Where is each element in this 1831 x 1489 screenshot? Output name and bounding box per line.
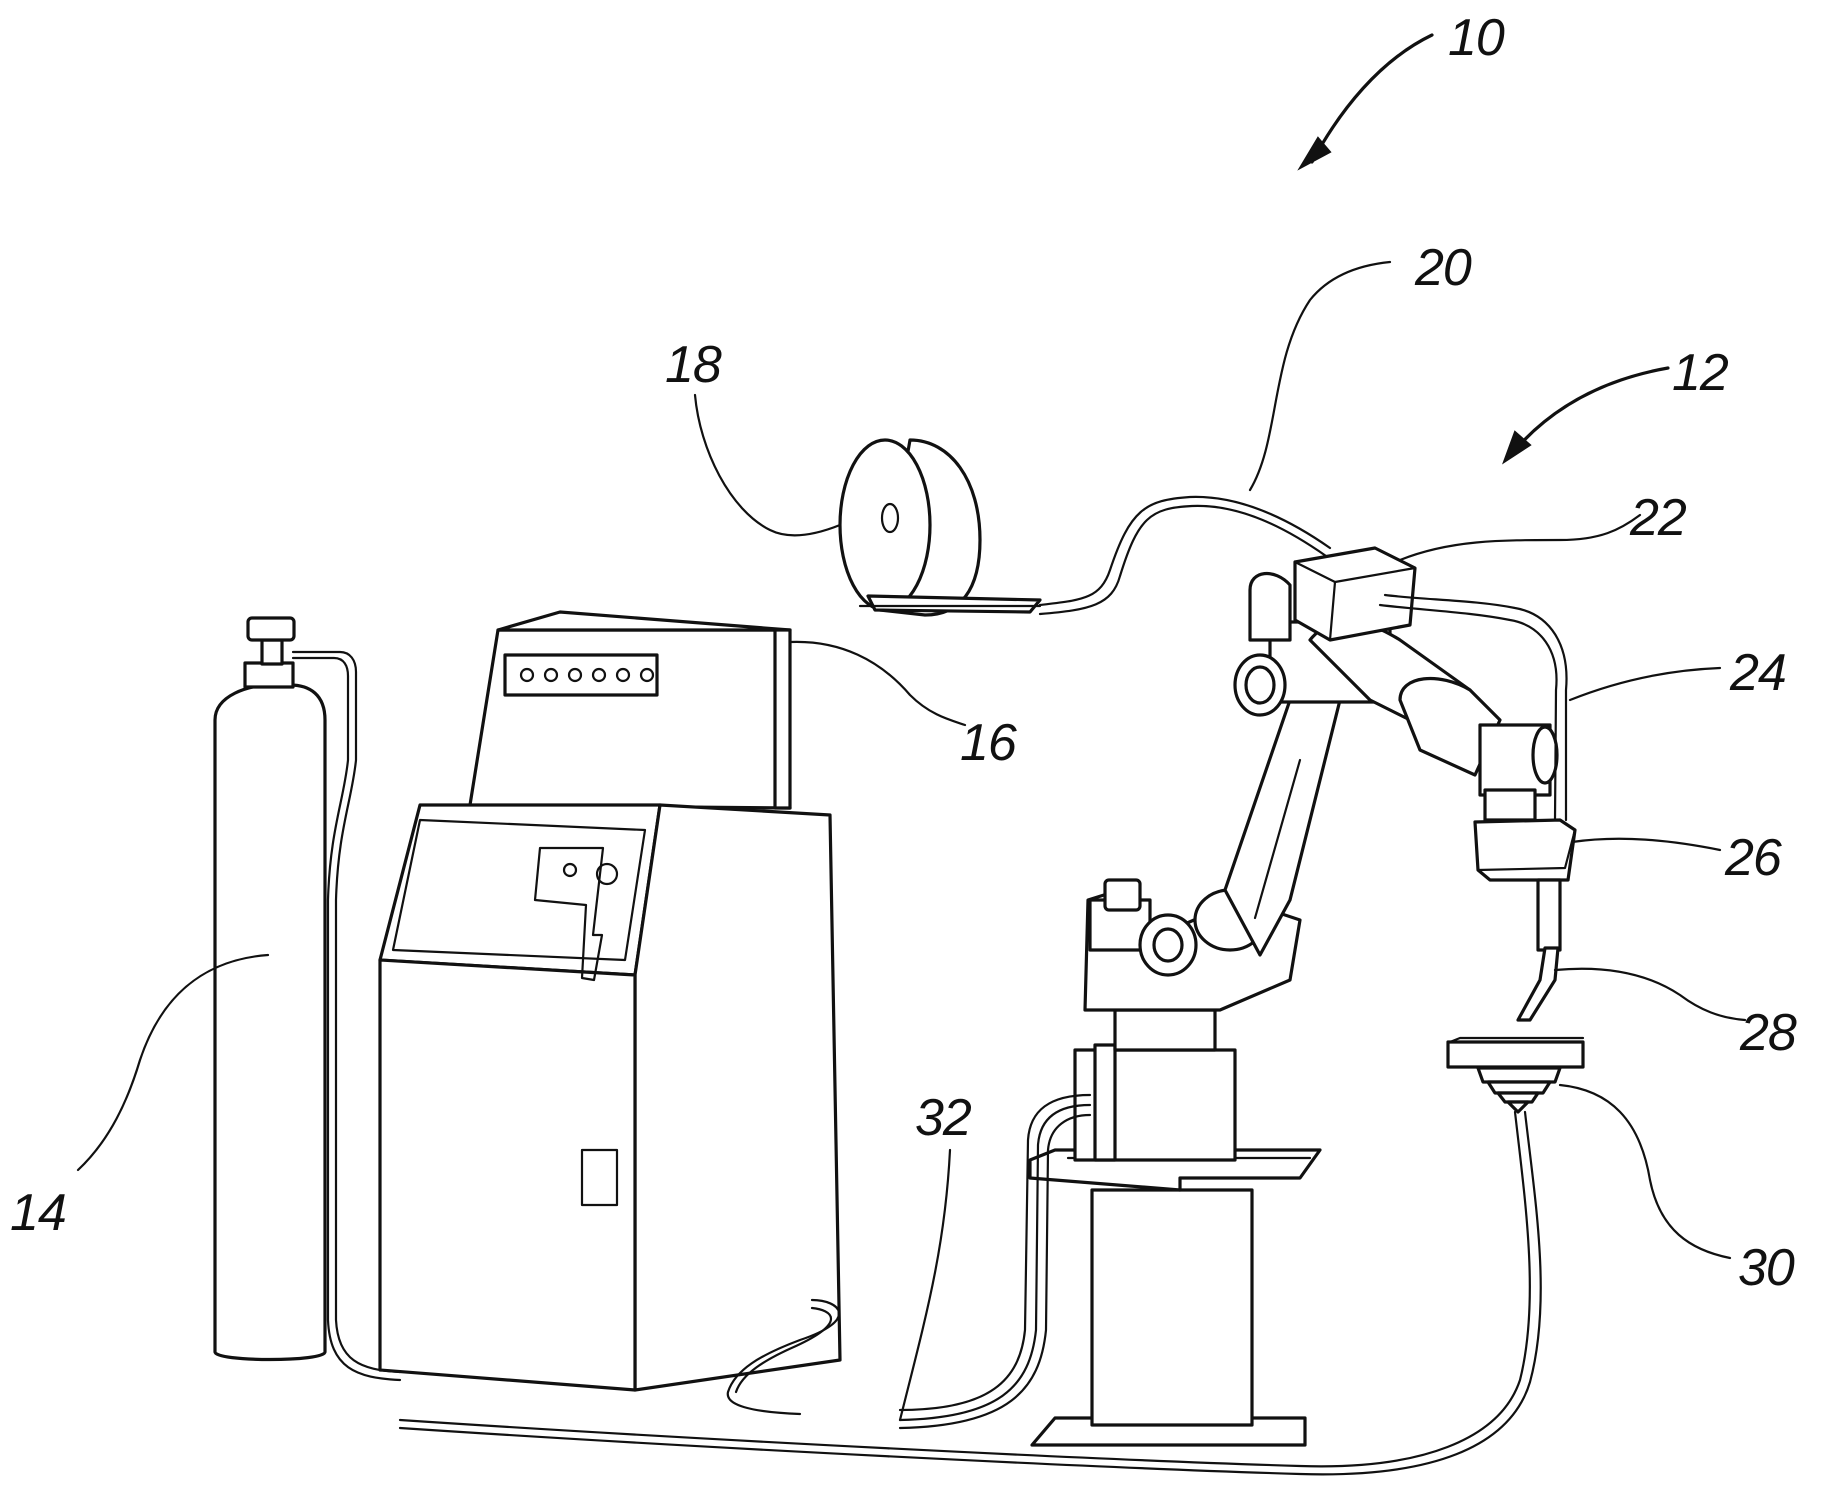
label-10: 10 xyxy=(1448,9,1505,67)
label-28: 28 xyxy=(1739,1004,1797,1062)
system-callout: 10 xyxy=(1297,9,1506,171)
label-24: 24 xyxy=(1729,644,1786,702)
wire-spool-callout: 18 xyxy=(665,336,842,537)
wire-conduit-callout: 20 xyxy=(1248,239,1473,492)
wire-feeder-callout: 22 xyxy=(1398,489,1688,562)
robot xyxy=(898,546,1577,1447)
label-20: 20 xyxy=(1414,239,1472,297)
label-30: 30 xyxy=(1738,1239,1795,1297)
robot-callout: 12 xyxy=(1502,344,1730,465)
label-16: 16 xyxy=(960,714,1017,772)
power-source-callout: 16 xyxy=(788,640,1018,772)
label-22: 22 xyxy=(1629,489,1687,547)
label-26: 26 xyxy=(1724,829,1782,887)
torch-callout: 28 xyxy=(1553,967,1798,1062)
workpiece-fixture xyxy=(398,1036,1585,1476)
label-12: 12 xyxy=(1672,344,1729,402)
power-source xyxy=(378,610,842,1416)
torch-cable-callout: 24 xyxy=(1568,644,1787,702)
indicator-lights xyxy=(519,667,655,683)
label-32: 32 xyxy=(915,1089,972,1147)
mount-callout: 26 xyxy=(1570,829,1783,887)
label-14: 14 xyxy=(10,1184,66,1242)
wire-spool xyxy=(838,438,1042,617)
workpiece-fixture-callout: 30 xyxy=(1558,1083,1796,1297)
label-18: 18 xyxy=(665,336,722,394)
gas-cylinder-callout: 14 xyxy=(10,953,270,1242)
wire-conduit xyxy=(1038,495,1332,616)
gas-cylinder xyxy=(213,616,402,1382)
ground-cable-callout: 32 xyxy=(898,1089,973,1422)
